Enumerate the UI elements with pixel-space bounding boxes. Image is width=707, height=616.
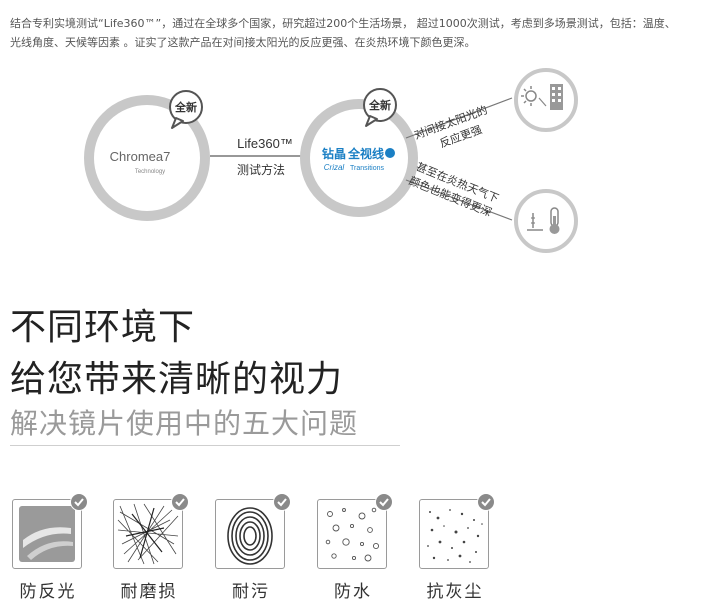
benefit2-line bbox=[405, 179, 513, 221]
divider bbox=[10, 445, 400, 446]
crizal-ring bbox=[300, 99, 418, 217]
chromea7-product-name: Chromea7 bbox=[110, 149, 171, 164]
feature-label: 抗灰尘 bbox=[426, 582, 484, 602]
chromea7-product-sub: Technology bbox=[135, 169, 165, 175]
benefit1-line bbox=[405, 97, 513, 139]
headline-line-1: 不同环境下 bbox=[10, 307, 196, 348]
crizal-product-cn2: 全视线 bbox=[347, 146, 384, 161]
feature-label: 耐磨损 bbox=[120, 582, 178, 602]
feature-label: 防反光 bbox=[19, 582, 77, 602]
water-repellent-icon bbox=[317, 499, 387, 569]
crizal-product-cn: 钻晶 bbox=[322, 146, 346, 161]
svg-text:全新: 全新 bbox=[368, 98, 391, 112]
anti-reflection-icon bbox=[12, 499, 82, 569]
new-badge-left: 全新 bbox=[169, 90, 203, 129]
checkmark-icon bbox=[171, 493, 189, 511]
smudge-resistant-icon bbox=[215, 499, 285, 569]
crizal-product-en: Crizal bbox=[324, 163, 345, 172]
checkmark-icon bbox=[477, 493, 495, 511]
scratch-resistant-icon bbox=[113, 499, 183, 569]
method-title: Life360™ bbox=[237, 136, 293, 151]
hot-weather-icon bbox=[514, 189, 578, 253]
feature-label: 防水 bbox=[334, 582, 372, 602]
method-sub: 测试方法 bbox=[237, 162, 285, 177]
feature-label: 耐污 bbox=[232, 582, 270, 602]
checkmark-icon bbox=[70, 493, 88, 511]
svg-text:全新: 全新 bbox=[174, 100, 197, 114]
intro-paragraph: 结合专利实境测试“Life360™”，通过在全球多个国家，研究超过200个生活场… bbox=[10, 17, 676, 49]
subheadline: 解决镜片使用中的五大问题 bbox=[10, 407, 359, 440]
new-badge-right: 全新 bbox=[363, 88, 397, 127]
dust-resistant-icon bbox=[419, 499, 489, 569]
checkmark-icon bbox=[273, 493, 291, 511]
indirect-sunlight-icon bbox=[514, 68, 578, 132]
headline-line-2: 给您带来清晰的视力 bbox=[10, 359, 344, 400]
crizal-logo-icon bbox=[385, 148, 395, 158]
crizal-product-en2: Transitions bbox=[350, 165, 384, 172]
chromea7-ring bbox=[84, 95, 210, 221]
checkmark-icon bbox=[375, 493, 393, 511]
life360-diagram: Chromea7 Technology 全新 Life360™ 测试方法 钻晶 … bbox=[84, 68, 578, 253]
